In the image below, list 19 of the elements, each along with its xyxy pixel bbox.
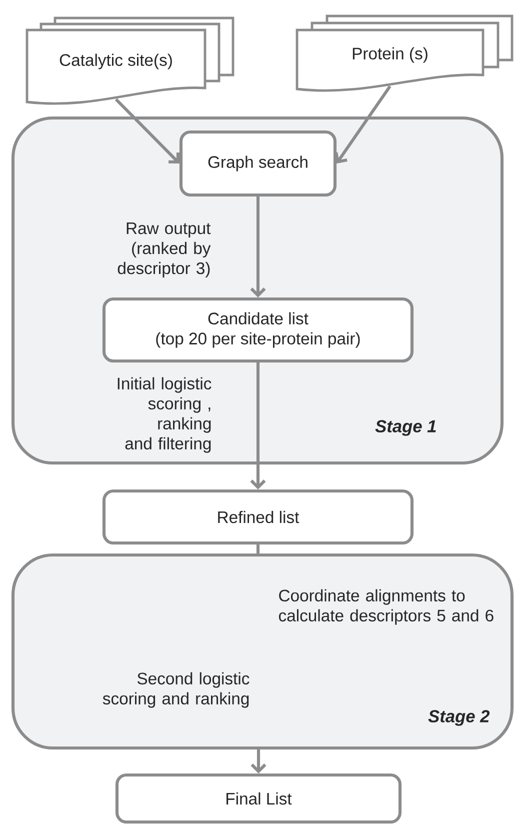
process-box: Candidate list (top 20 per site-protein pair) bbox=[102, 297, 414, 363]
process-box: Final List bbox=[115, 773, 402, 824]
edge-label: Raw output (ranked by descriptor 3) bbox=[118, 222, 211, 278]
document-stack: Protein (s) bbox=[296, 14, 514, 92]
arrow bbox=[334, 85, 392, 164]
arrow bbox=[250, 196, 266, 298]
edge-label: Second logistic scoring and ranking bbox=[102, 672, 250, 708]
arrow bbox=[114, 98, 180, 164]
stage-label: Stage 2 bbox=[428, 710, 490, 726]
process-box: Graph search bbox=[179, 130, 337, 197]
step-note: Coordinate alignments to calculate descriptors 5 and 6 bbox=[278, 589, 494, 625]
stage-panel bbox=[11, 553, 514, 750]
edge-label: Initial logistic scoring , ranking and filtering bbox=[118, 377, 212, 453]
node-label: Protein (s) bbox=[352, 47, 428, 63]
arrow bbox=[250, 750, 266, 774]
stage-label: Stage 1 bbox=[375, 420, 436, 436]
process-box: Refined list bbox=[102, 489, 414, 545]
document-stack: Catalytic site(s) bbox=[26, 16, 234, 105]
arrow bbox=[250, 362, 266, 490]
